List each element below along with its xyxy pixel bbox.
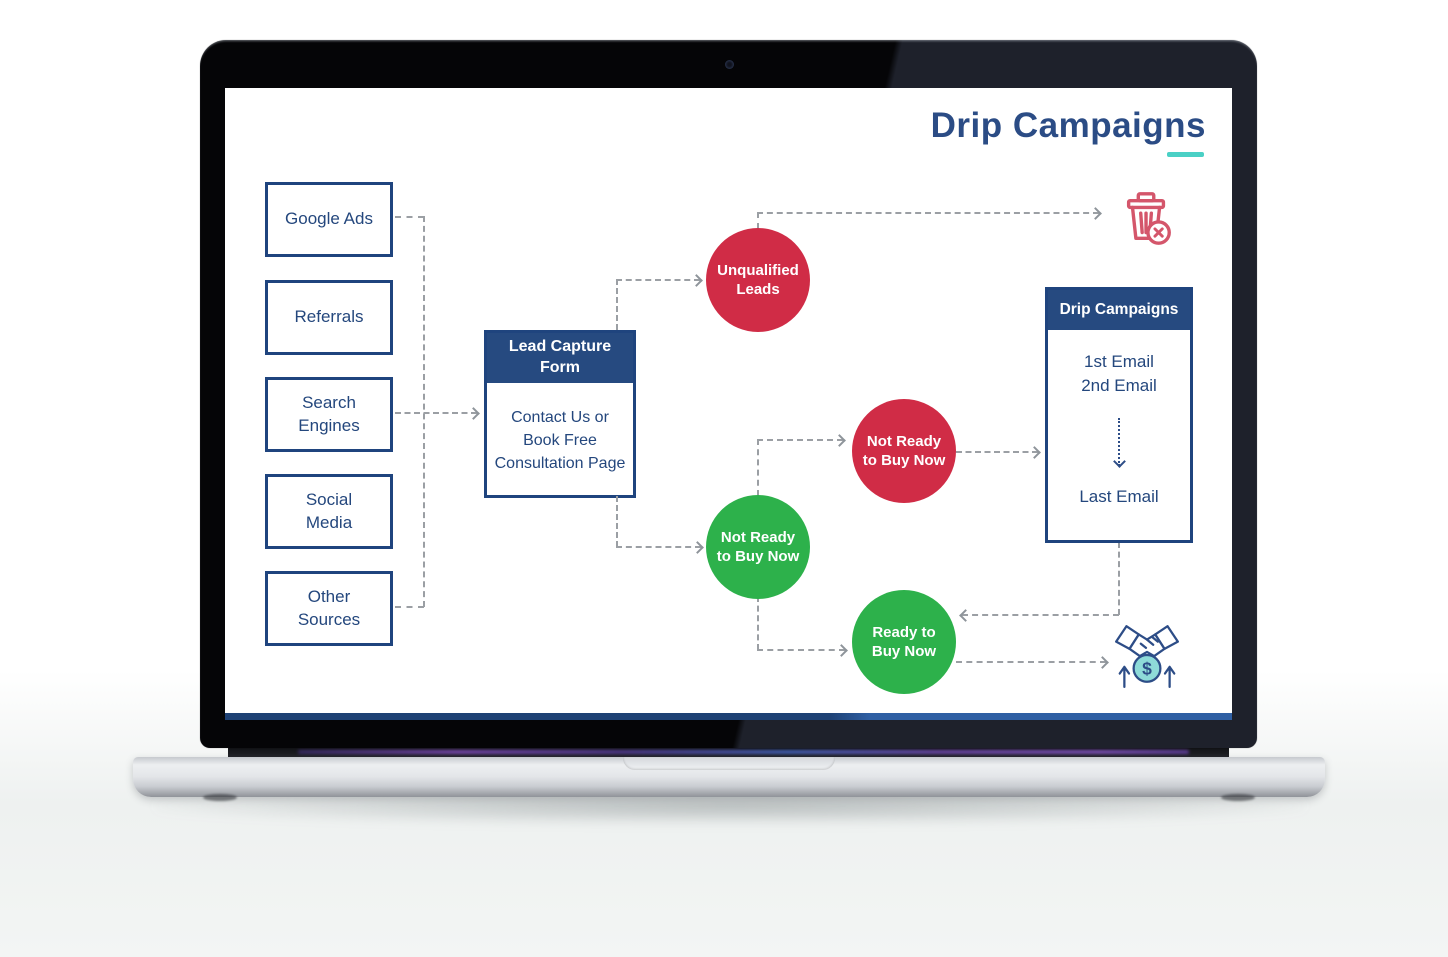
- keyboard-backlight: [298, 750, 1189, 754]
- source-box-google-ads: Google Ads: [265, 182, 393, 257]
- connector-dripbox-to-ready: [962, 614, 1119, 616]
- source-box-referrals: Referrals: [265, 280, 393, 355]
- drip-sequence-arrow: [1118, 418, 1120, 466]
- drip-campaigns-box: Drip Campaigns 1st Email 2nd Email Last …: [1045, 287, 1193, 543]
- connector-to-trash: [757, 212, 1099, 214]
- laptop-lid-notch: [623, 757, 835, 770]
- laptop-foot-left: [203, 794, 237, 801]
- node-unqualified-leads: Unqualified Leads: [706, 228, 810, 332]
- trash-icon: [1118, 190, 1176, 253]
- source-label: Google Ads: [285, 209, 373, 229]
- svg-text:$: $: [1142, 659, 1152, 679]
- connector-to-notready-green: [616, 546, 701, 548]
- connector-unqualified-up: [757, 212, 759, 229]
- connector-to-ready: [757, 649, 845, 651]
- slide-footer-bar: [225, 713, 1232, 720]
- connector-to-handshake: [956, 661, 1106, 663]
- lead-capture-form-header: Lead Capture Form: [487, 333, 633, 383]
- drip-email-1: 1st Email: [1084, 352, 1154, 371]
- connector-googleads-to-trunk: [395, 216, 424, 218]
- drip-campaigns-body: 1st Email 2nd Email Last Email: [1048, 330, 1190, 543]
- node-label: Not Ready to Buy Now: [716, 528, 800, 566]
- connector-leadform-up: [616, 279, 618, 330]
- node-not-ready-followup: Not Ready to Buy Now: [852, 399, 956, 503]
- laptop-base: [133, 757, 1325, 801]
- connector-to-notready-red: [757, 439, 843, 441]
- laptop-lid: Drip Campaigns Google Ads Referrals Sear…: [200, 40, 1257, 748]
- connector-notready-up: [757, 439, 759, 496]
- laptop-screen: Drip Campaigns Google Ads Referrals Sear…: [225, 88, 1232, 720]
- slide-title: Drip Campaigns: [930, 106, 1206, 145]
- handshake-money-icon: $: [1113, 618, 1181, 695]
- lead-capture-form-body: Contact Us or Book Free Consultation Pag…: [494, 408, 626, 473]
- source-box-search-engines: Search Engines: [265, 377, 393, 452]
- connector-othersources-to-trunk: [395, 606, 424, 608]
- connector-to-unqualified: [616, 279, 700, 281]
- connector-trunk-to-leadform: [395, 412, 477, 414]
- connector-dripbox-down: [1118, 542, 1120, 615]
- drip-email-sequence-start: 1st Email 2nd Email: [1048, 350, 1190, 398]
- drip-email-2: 2nd Email: [1081, 375, 1157, 395]
- node-label: Unqualified Leads: [717, 261, 799, 299]
- webcam-icon: [724, 60, 734, 69]
- node-label: Ready to Buy Now: [871, 623, 937, 661]
- drip-email-last: Last Email: [1079, 487, 1159, 506]
- node-label: Not Ready to Buy Now: [862, 432, 946, 470]
- connector-notready-down: [757, 596, 759, 650]
- node-not-ready-first: Not Ready to Buy Now: [706, 495, 810, 599]
- source-label: Search Engines: [298, 393, 360, 435]
- source-label: Social Media: [305, 490, 353, 532]
- source-box-social-media: Social Media: [265, 474, 393, 549]
- node-ready-to-buy: Ready to Buy Now: [852, 590, 956, 694]
- title-accent-underline: [1167, 152, 1204, 157]
- drip-campaigns-header: Drip Campaigns: [1048, 290, 1190, 330]
- source-label: Referrals: [294, 307, 364, 327]
- source-box-other-sources: Other Sources: [265, 571, 393, 646]
- source-label: Other Sources: [297, 587, 361, 629]
- lead-capture-form-box: Lead Capture Form Contact Us or Book Fre…: [484, 330, 636, 498]
- connector-to-dripbox: [956, 451, 1038, 453]
- connector-leadform-down: [616, 496, 618, 547]
- laptop-foot-right: [1221, 794, 1255, 801]
